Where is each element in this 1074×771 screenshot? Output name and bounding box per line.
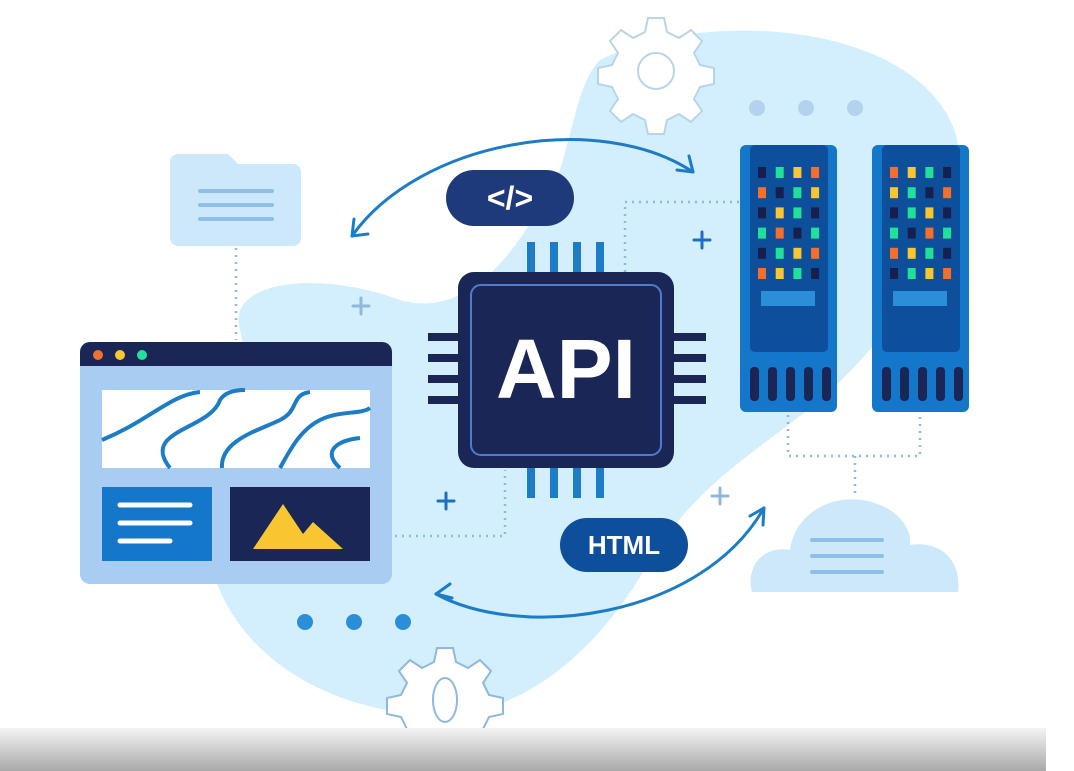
- server-led: [758, 268, 766, 279]
- server-led: [890, 247, 898, 259]
- server-led: [758, 167, 766, 178]
- server-led: [925, 207, 934, 219]
- server-led: [890, 207, 898, 219]
- server-led: [793, 247, 802, 259]
- server-led: [758, 227, 766, 239]
- server-led: [793, 227, 802, 239]
- server-led: [811, 247, 820, 259]
- server-rack: [740, 145, 837, 412]
- server-vent: [750, 367, 759, 401]
- folder-icon: [170, 154, 301, 246]
- cloud-icon: [750, 499, 959, 592]
- server-bar: [761, 291, 815, 306]
- html-label: HTML: [588, 530, 660, 560]
- server-led: [793, 207, 802, 219]
- server-led: [925, 247, 934, 259]
- server-vent: [786, 367, 795, 401]
- bottom-shade: [0, 728, 1046, 771]
- server-led: [811, 187, 820, 199]
- server-led: [943, 247, 952, 259]
- server-led: [925, 268, 934, 279]
- browser-window: [80, 342, 392, 584]
- server-vent: [900, 367, 909, 401]
- dots-bottom: [297, 614, 411, 630]
- server-led: [775, 167, 784, 178]
- server-led: [890, 227, 898, 239]
- server-led: [907, 227, 916, 239]
- server-led: [925, 227, 934, 239]
- html-badge: HTML: [560, 518, 688, 572]
- server-vent: [768, 367, 777, 401]
- server-led: [943, 207, 952, 219]
- servers: [740, 145, 969, 412]
- map-lines: [101, 388, 372, 470]
- server-rack: [872, 145, 969, 412]
- server-led: [907, 187, 916, 199]
- server-led: [907, 247, 916, 259]
- server-led: [890, 268, 898, 279]
- server-led: [907, 207, 916, 219]
- server-led: [811, 227, 820, 239]
- server-led: [943, 227, 952, 239]
- dotted-connectors: [234, 200, 922, 538]
- server-vent: [918, 367, 927, 401]
- server-led: [758, 247, 766, 259]
- server-led: [907, 268, 916, 279]
- server-led: [890, 167, 898, 178]
- server-vent: [954, 367, 963, 401]
- gear-icon-top: [597, 17, 715, 135]
- server-led: [775, 207, 784, 219]
- server-led: [925, 167, 934, 178]
- server-led: [775, 187, 784, 199]
- server-led: [775, 227, 784, 239]
- server-vent: [882, 367, 891, 401]
- code-icon: </>: [487, 180, 533, 216]
- server-led: [907, 167, 916, 178]
- server-led: [775, 247, 784, 259]
- server-led: [890, 187, 898, 199]
- server-led: [793, 268, 802, 279]
- server-led: [811, 167, 820, 178]
- server-led: [943, 268, 952, 279]
- api-chip: API: [428, 242, 706, 498]
- server-led: [925, 187, 934, 199]
- server-led: [793, 167, 802, 178]
- arrows: [350, 138, 766, 619]
- dots-top: [749, 100, 863, 116]
- server-led: [793, 187, 802, 199]
- server-bar: [893, 291, 947, 306]
- plus-icons: [351, 230, 730, 511]
- server-vent: [822, 367, 831, 401]
- code-badge: </>: [446, 170, 574, 226]
- api-label: API: [496, 322, 636, 416]
- server-led: [775, 268, 784, 279]
- server-vent: [804, 367, 813, 401]
- server-led: [811, 207, 820, 219]
- server-led: [758, 207, 766, 219]
- server-vent: [936, 367, 945, 401]
- server-led: [811, 268, 820, 279]
- server-led: [943, 187, 952, 199]
- server-led: [943, 167, 952, 178]
- server-led: [758, 187, 766, 199]
